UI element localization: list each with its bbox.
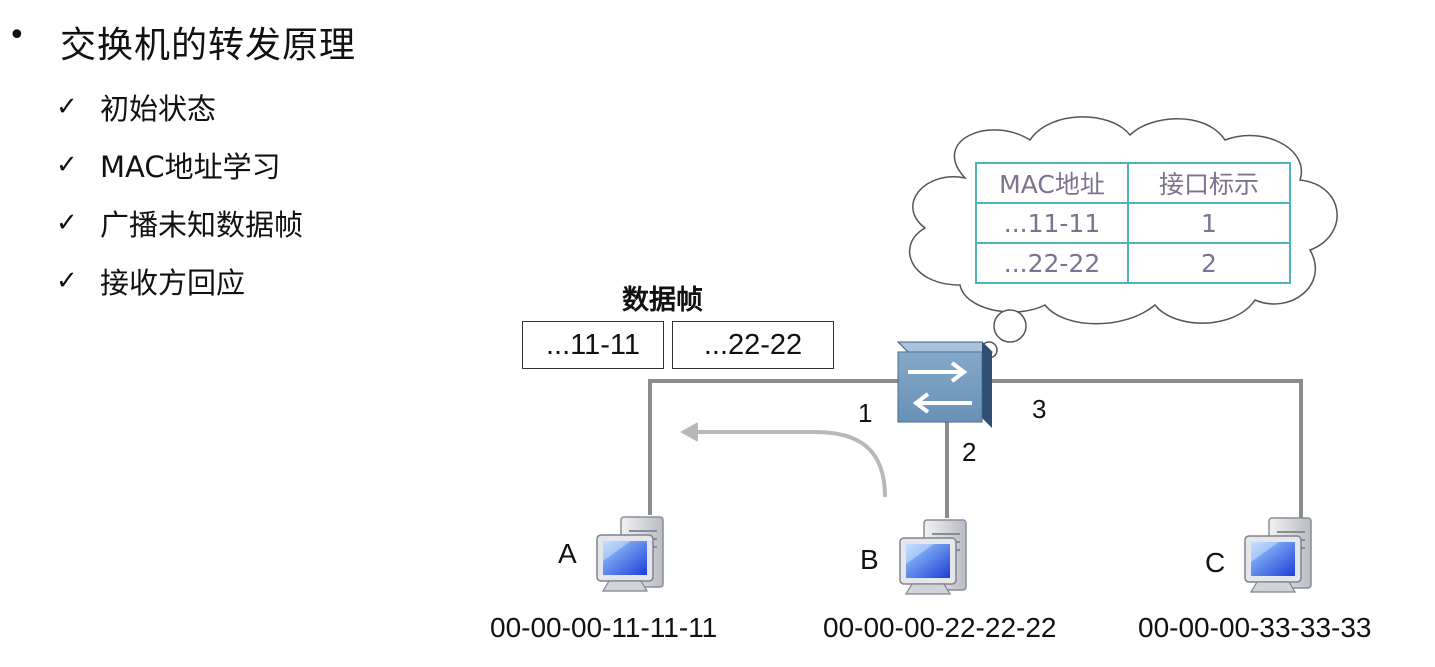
switch-icon [896, 341, 994, 428]
computer-c-icon [1244, 517, 1312, 593]
port-label-3: 3 [1032, 394, 1047, 424]
host-label-c: C [1205, 547, 1226, 578]
table-cell: ...11-11 [975, 202, 1129, 244]
table-cell: ...22-22 [975, 242, 1129, 284]
table-row: ...22-22 2 [975, 242, 1291, 284]
table-row: ...11-11 1 [975, 202, 1291, 244]
mac-address-table: MAC地址 接口标示 ...11-11 1 ...22-22 2 [975, 162, 1291, 284]
step-label: 初始状态 [100, 92, 217, 126]
step-item: ✓ 接收方回应 [56, 260, 245, 302]
frame-src-field: ...22-22 [672, 321, 834, 369]
slide-title: 交换机的转发原理 [60, 25, 357, 66]
network-links [648, 379, 1303, 518]
checkmark-icon: ✓ [56, 266, 78, 296]
checkmark-icon: ✓ [56, 208, 78, 238]
table-cell: 1 [1127, 202, 1291, 244]
step-label: MAC地址学习 [100, 150, 281, 184]
link-port-1 [648, 379, 900, 515]
host-mac-a: 00-00-00-11-11-11 [490, 612, 718, 643]
host-mac-b: 00-00-00-22-22-22 [823, 612, 1057, 643]
computer-a-icon [596, 516, 664, 592]
checkmark-icon: ✓ [56, 150, 78, 180]
checkmark-icon: ✓ [56, 92, 78, 122]
host-label-b: B [860, 544, 879, 575]
step-label: 接收方回应 [100, 266, 246, 300]
step-item: ✓ 广播未知数据帧 [56, 202, 303, 244]
frame-label: 数据帧 [622, 285, 703, 316]
reply-arrow [695, 430, 887, 498]
host-mac-c: 00-00-00-33-33-33 [1138, 612, 1372, 643]
port-label-2: 2 [962, 437, 977, 467]
table-cell: 2 [1127, 242, 1291, 284]
column-header: 接口标示 [1127, 162, 1291, 204]
arrow-head-icon [680, 422, 698, 442]
step-item: ✓ 初始状态 [56, 86, 216, 128]
title-bullet: • [8, 18, 26, 53]
table-header-row: MAC地址 接口标示 [975, 162, 1291, 204]
host-label-a: A [558, 538, 577, 569]
step-item: ✓ MAC地址学习 [56, 144, 281, 186]
column-header: MAC地址 [975, 162, 1129, 204]
port-label-1: 1 [858, 398, 873, 428]
step-label: 广播未知数据帧 [100, 208, 304, 242]
link-port-3 [990, 379, 1303, 518]
frame-dest-field: ...11-11 [522, 321, 664, 369]
computer-b-icon [899, 519, 967, 595]
